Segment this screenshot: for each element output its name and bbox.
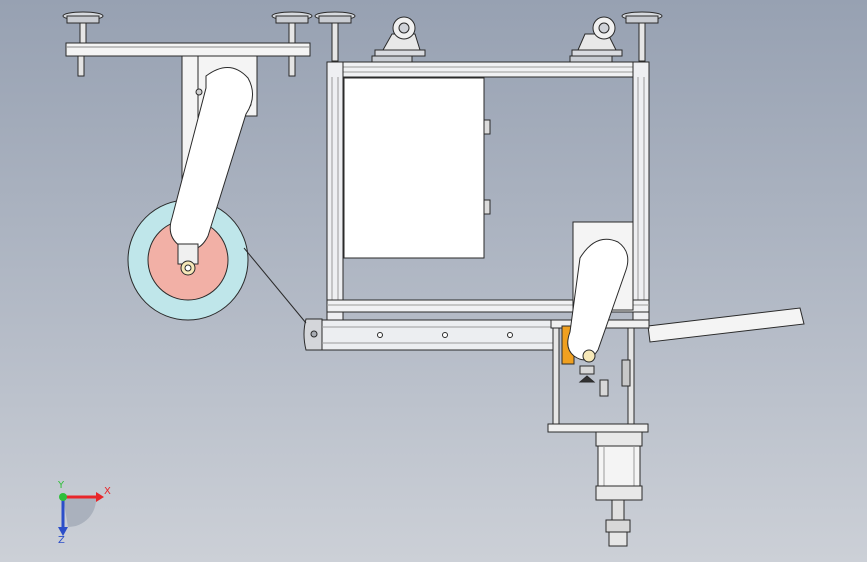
roll-hub [177, 243, 199, 276]
leveling-foot [271, 11, 313, 44]
leveling-foot [314, 11, 356, 62]
electrical-cabinet [343, 77, 491, 259]
swing-arm [169, 67, 253, 250]
extension-plate [647, 307, 805, 343]
top-crossbar [65, 42, 311, 77]
leveling-foot [621, 11, 663, 62]
coordinate-triad [58, 492, 104, 536]
tape-path [243, 247, 307, 324]
y-axis-dot [59, 493, 67, 501]
y-axis-label: Y [58, 480, 65, 491]
aluminum-frame [326, 61, 650, 321]
linear-guide-rail [303, 318, 557, 351]
small-fittings [578, 359, 631, 397]
pneumatic-cylinder [595, 431, 643, 547]
swing-arm-right [567, 238, 629, 363]
x-axis-label: X [104, 486, 111, 497]
leveling-foot [62, 11, 104, 44]
caster-wheel [569, 16, 623, 63]
z-axis-label: Z [58, 535, 65, 546]
caster-wheel [371, 16, 426, 63]
